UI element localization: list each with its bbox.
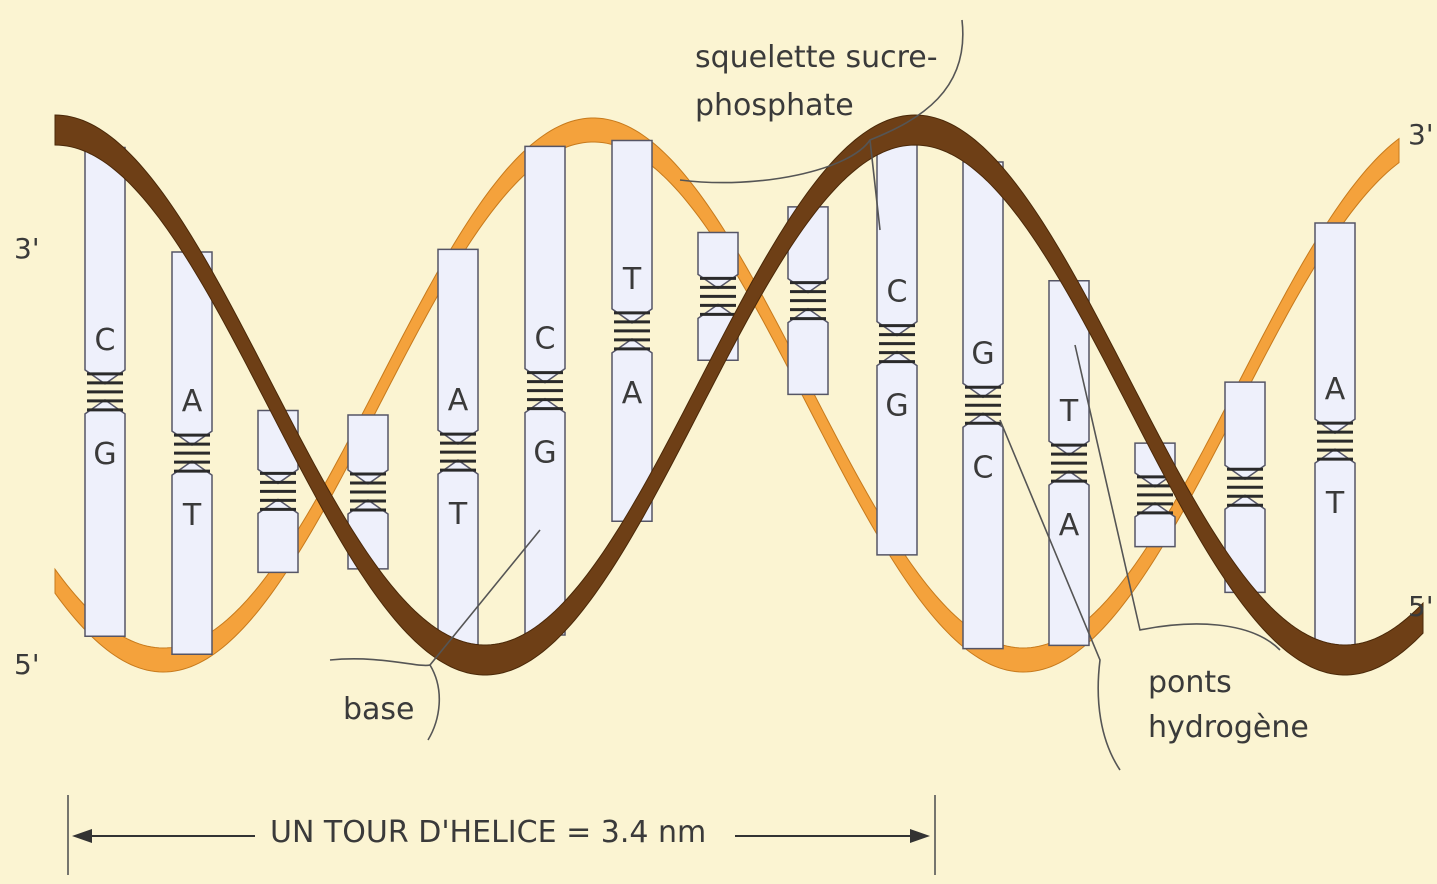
base-letter-bottom: T [448,497,468,532]
base-letter-top: A [448,383,469,418]
base-pair: CG [877,132,917,555]
base-bottom [172,461,212,654]
base-pair: AT [1315,223,1355,659]
end-label-right-top: 3' [1408,118,1434,152]
base-top [698,233,738,289]
base-letter-top: C [887,275,908,310]
base-bottom [1315,449,1355,659]
base-pair: TA [612,140,652,521]
turn-arrow-left-head [72,829,92,843]
base-letter-bottom: A [1059,508,1080,543]
base-letter-bottom: A [622,376,643,411]
base-letter-top: T [1059,394,1079,429]
backbone-label-line1: squelette sucre- [695,40,938,76]
base-letter-top: T [622,262,642,297]
base-pair: CG [85,147,125,636]
base-label: base [343,692,415,728]
base-bottom [877,352,917,555]
base-callout-tail [330,659,430,666]
base-letter-bottom: T [1325,486,1345,521]
base-pair: AT [438,249,478,655]
base-pair: TA [1049,281,1089,646]
end-label-left-bottom: 5' [14,648,40,682]
base-letter-top: A [182,384,203,419]
base-pair: AT [172,252,212,654]
base-bottom [788,309,828,395]
backbone-label-line2: phosphate [695,88,854,124]
base-letter-top: A [1325,372,1346,407]
base-bottom [963,413,1003,648]
base-pair: CG [525,146,565,635]
base-bottom [525,399,565,635]
base-letter-bottom: G [533,436,556,471]
hbonds-label-line2: hydrogène [1148,710,1309,746]
base-letter-bottom: G [93,437,116,472]
base-pair: GC [963,162,1003,649]
base-letter-top: G [971,336,994,371]
hbonds-label-line1: ponts [1148,665,1232,701]
light-strand [55,118,1399,672]
helix-turn-caption: UN TOUR D'HELICE = 3.4 nm [270,815,706,851]
base-letter-bottom: C [973,450,994,485]
base-bottom [85,400,125,636]
base-bottom [438,460,478,655]
base-letter-bottom: T [182,498,202,533]
base-letter-top: C [535,322,556,357]
end-label-left-top: 3' [14,232,40,266]
base-bottom [1135,503,1175,547]
base-top [1225,382,1265,479]
turn-arrow-right-head [910,829,930,843]
base-letter-top: C [95,323,116,358]
light-strand-ribbon [55,118,1399,672]
end-label-right-bottom: 5' [1408,590,1434,624]
base-letter-bottom: G [885,389,908,424]
